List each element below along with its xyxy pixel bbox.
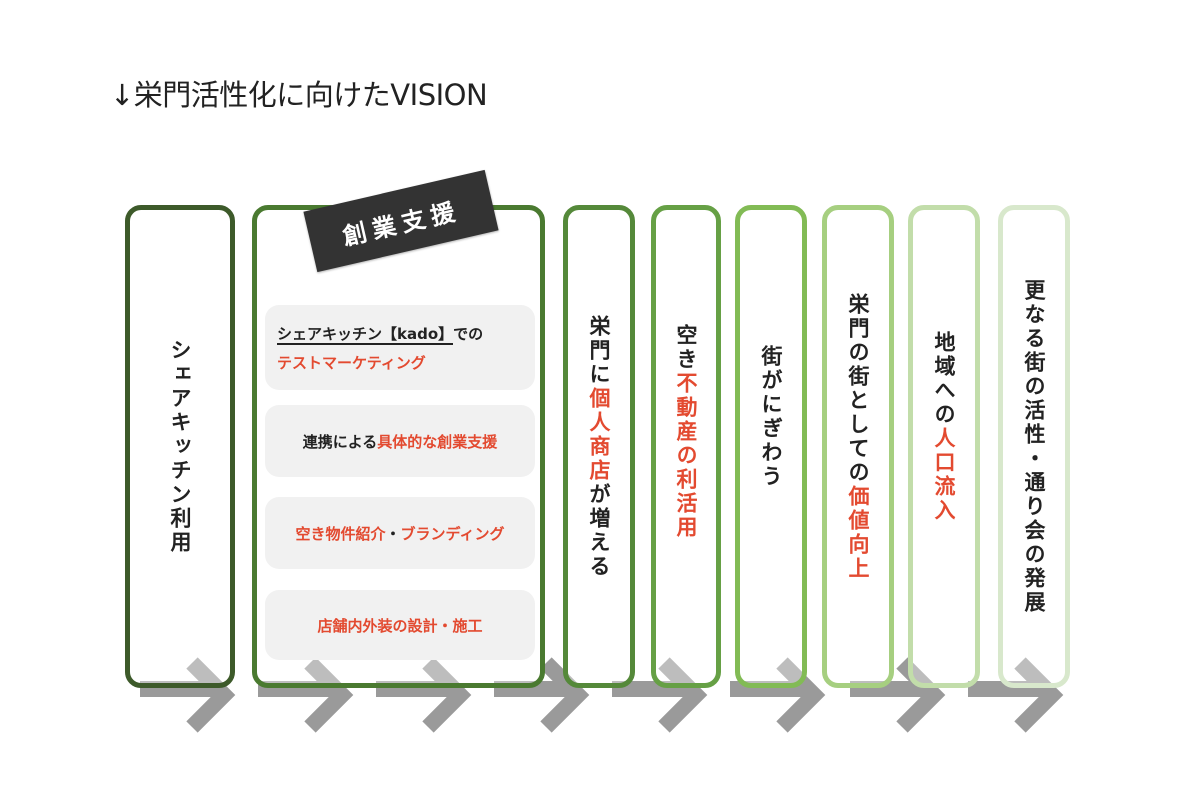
chevron-arrow-icon bbox=[376, 655, 476, 735]
column-value-up: 栄門の街としての価値向上 bbox=[822, 205, 894, 688]
chevron-arrow-icon bbox=[494, 655, 594, 735]
text-red: 個人商店 bbox=[587, 386, 611, 483]
support-item-test-marketing: シェアキッチン【kado】での テストマーケティング bbox=[265, 305, 535, 390]
text-red: 店舗内外装の設計・施工 bbox=[317, 616, 483, 635]
text-red: テストマーケティング bbox=[277, 353, 426, 372]
text-red: ブランディング bbox=[400, 524, 505, 543]
text: 栄門に bbox=[587, 314, 611, 387]
support-item-property-branding: 空き物件紹介・ブランディング bbox=[265, 497, 535, 569]
column-further-development: 更なる街の活性・通り会の発展 bbox=[998, 205, 1070, 688]
column-individual-shops: 栄門に個人商店が増える bbox=[563, 205, 635, 688]
chevron-arrow-icon bbox=[968, 655, 1068, 735]
text-red: 価値向上 bbox=[846, 484, 870, 581]
text: での bbox=[453, 324, 484, 343]
column-vacant-property: 空き不動産の利活用 bbox=[651, 205, 721, 688]
column-text: シェアキッチン利用 bbox=[168, 338, 192, 555]
text: 連携による bbox=[302, 432, 378, 451]
support-item-store-design: 店舗内外装の設計・施工 bbox=[265, 590, 535, 660]
share-kitchen-label: シェアキッチン【kado】 bbox=[277, 324, 454, 345]
chevron-arrow-icon bbox=[258, 655, 358, 735]
text: 空き bbox=[674, 323, 698, 372]
chevron-arrow-icon bbox=[612, 655, 712, 735]
chevron-arrow-icon bbox=[140, 655, 240, 735]
column-text: 街がにぎわう bbox=[759, 344, 783, 489]
text-red: 不動産の利活用 bbox=[674, 371, 698, 540]
column-lively-town: 街がにぎわう bbox=[735, 205, 807, 688]
text-red: 空き物件紹介 bbox=[295, 524, 386, 543]
text: 栄門の街としての bbox=[846, 292, 870, 485]
column-share-kitchen: シェアキッチン利用 bbox=[125, 205, 235, 688]
text: 地域への bbox=[932, 330, 956, 427]
text-red: 具体的な創業支援 bbox=[377, 432, 498, 451]
support-item-collaboration: 連携による具体的な創業支援 bbox=[265, 405, 535, 477]
column-population-inflow: 地域への人口流入 bbox=[908, 205, 980, 688]
page-title: ↓栄門活性化に向けたVISION bbox=[110, 78, 488, 112]
text-red: 人口流入 bbox=[932, 426, 956, 523]
text: ・ bbox=[385, 524, 401, 543]
text: が増える bbox=[587, 482, 611, 579]
column-text: 更なる街の活性・通り会の発展 bbox=[1022, 278, 1046, 615]
